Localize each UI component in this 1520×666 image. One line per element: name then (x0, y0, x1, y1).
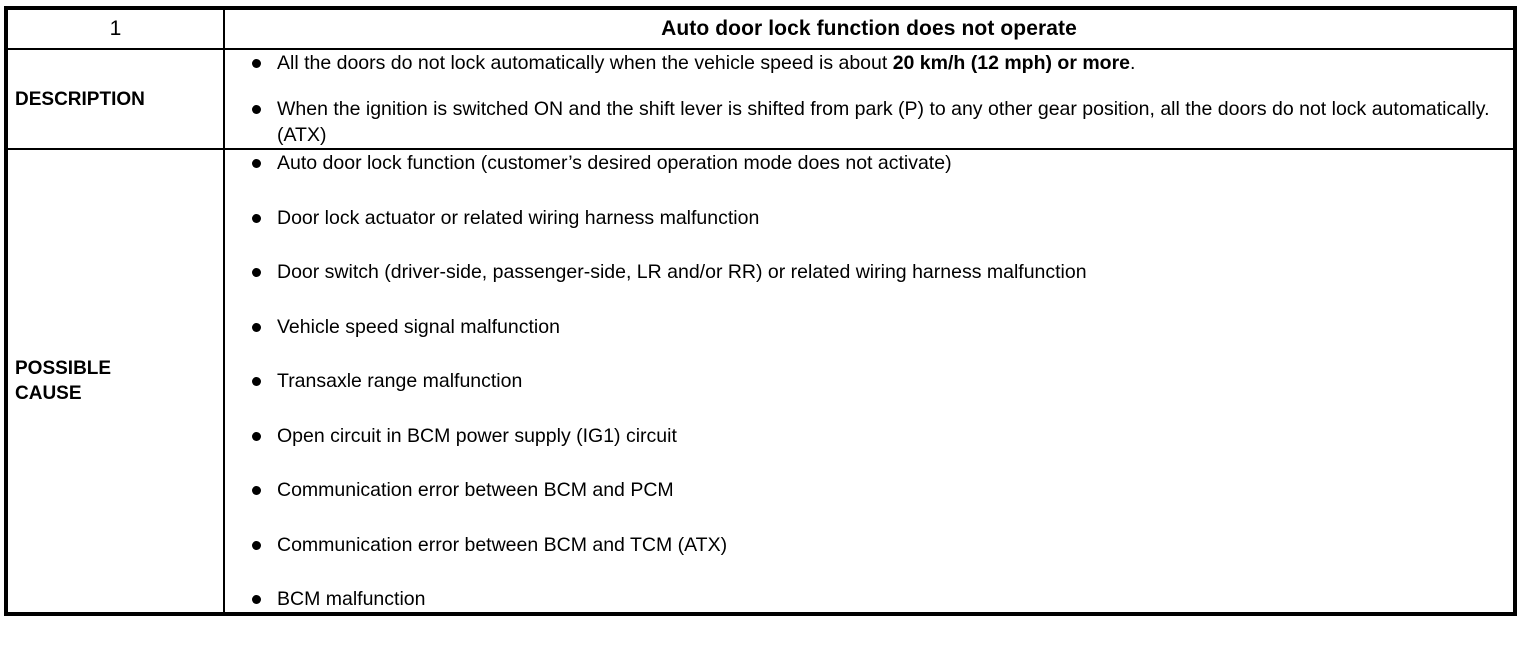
bullet-dot-icon (252, 105, 261, 114)
list-item-text: Door lock actuator or related wiring har… (277, 206, 760, 229)
bullet-dot-icon (252, 268, 261, 277)
list-item: Communication error between BCM and TCM … (225, 532, 1513, 558)
list-item-text: . (1130, 52, 1136, 74)
list-item: Auto door lock function (customer’s desi… (225, 150, 1513, 176)
list-item-text: BCM malfunction (277, 588, 426, 610)
possible-cause-body-cell: Auto door lock function (customer’s desi… (223, 148, 1516, 615)
description-bullet-list: All the doors do not lock automatically … (225, 50, 1513, 148)
description-label-cell: DESCRIPTION (5, 48, 225, 150)
dtc-symptom-table: 1 Auto door lock function does not opera… (4, 6, 1517, 616)
list-item-text: All the doors do not lock automatically … (277, 52, 893, 74)
bullet-dot-icon (252, 540, 261, 550)
list-item: BCM malfunction (225, 586, 1513, 612)
list-item: Communication error between BCM and PCM (225, 477, 1513, 503)
bullet-dot-icon (252, 59, 261, 68)
description-label: DESCRIPTION (15, 88, 145, 110)
bullet-dot-icon (252, 322, 261, 332)
bullet-dot-icon (252, 159, 261, 168)
list-item: When the ignition is switched ON and the… (225, 96, 1513, 148)
bullet-dot-icon (252, 377, 261, 386)
list-item: All the doors do not lock automatically … (225, 50, 1513, 76)
possible-cause-label: POSSIBLE CAUSE (15, 358, 112, 404)
list-item-text: When the ignition is switched ON and the… (277, 98, 1490, 146)
list-item-text: Open circuit in BCM power supply (IG1) c… (277, 424, 677, 447)
list-item: Open circuit in BCM power supply (IG1) c… (225, 423, 1513, 449)
possible-cause-bullet-list: Auto door lock function (customer’s desi… (225, 150, 1513, 612)
list-item: Transaxle range malfunction (225, 368, 1513, 394)
symptom-title-cell: Auto door lock function does not operate (223, 7, 1516, 50)
possible-cause-row: POSSIBLE CAUSE Auto door lock function (… (5, 148, 1516, 615)
table-header-row: 1 Auto door lock function does not opera… (5, 7, 1516, 50)
bullet-dot-icon (252, 213, 261, 223)
list-item: Vehicle speed signal malfunction (225, 314, 1513, 340)
description-row: DESCRIPTION All the doors do not lock au… (5, 48, 1516, 150)
list-item-text: Auto door lock function (customer’s desi… (277, 152, 952, 174)
bullet-dot-icon (252, 595, 261, 604)
list-item-text: Communication error between BCM and PCM (277, 479, 674, 501)
list-item-text: Communication error between BCM and TCM … (277, 533, 728, 556)
emphasized-text: 20 km/h (12 mph) or more (892, 52, 1131, 74)
list-item: Door switch (driver-side, passenger-side… (225, 259, 1513, 285)
possible-cause-label-cell: POSSIBLE CAUSE (5, 148, 225, 615)
list-item: Door lock actuator or related wiring har… (225, 205, 1513, 231)
symptom-index-cell: 1 (5, 7, 225, 50)
description-body-cell: All the doors do not lock automatically … (223, 48, 1516, 150)
bullet-dot-icon (252, 486, 261, 495)
list-item-text: Vehicle speed signal malfunction (277, 315, 560, 338)
list-item-text: Transaxle range malfunction (277, 370, 523, 392)
list-item-text: Door switch (driver-side, passenger-side… (277, 261, 1087, 283)
bullet-dot-icon (252, 431, 261, 441)
